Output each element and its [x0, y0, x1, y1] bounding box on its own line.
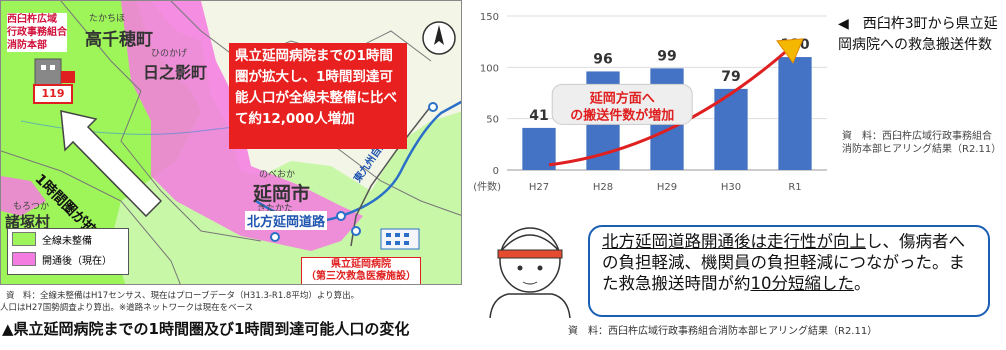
map-panel: 西臼杵広域 行政事務組合 消防本部 119 たかちほ 高千穂町 ひのかげ 日之影…	[0, 0, 462, 285]
kitakata-ruby: きたかた	[257, 204, 294, 214]
x-tick-label: H30	[721, 182, 741, 193]
speech-text-highlight: 10分短縮した	[750, 274, 855, 293]
map-legend: 全線未整備 開通後（現在）	[7, 228, 129, 275]
chart-source: 資 料：西臼杵広域行政事務組合 消防本部ヒアリング結果（R2.11）	[842, 131, 1002, 155]
takachiho-ruby: たかちほ	[89, 14, 126, 24]
speech-bubble: 北方延岡道路開通後は走行性が向上し、傷病者への負担軽減、機関員の負担軽減につなが…	[588, 225, 990, 317]
y-tick-label: 150	[480, 12, 499, 23]
trend-line	[548, 47, 790, 167]
x-tick-label: H28	[593, 182, 613, 193]
y-tick-label: 100	[480, 63, 499, 74]
legend-swatch-pink	[12, 252, 36, 266]
worker-illustration	[489, 227, 571, 318]
bar	[778, 57, 812, 170]
bar	[522, 127, 556, 170]
takachiho-label: 高千穂町	[85, 30, 153, 50]
annotation-box	[551, 83, 693, 125]
x-tick-label: H29	[657, 182, 677, 193]
y-tick-label: 50	[486, 115, 499, 126]
hinokage-label: 日之影町	[143, 63, 208, 82]
map-source-line-1: 資 料：全線未整備はH17センサス、現在はプローブデータ（H31.3-R1.8平…	[6, 291, 360, 301]
legend-label: 開通後（現在）	[42, 255, 112, 267]
hinokage-ruby: ひのかげ	[151, 49, 188, 59]
x-tick-label: H27	[529, 182, 549, 193]
legend-label: 全線未整備	[42, 235, 92, 247]
y-tick-label: 0	[493, 166, 499, 177]
morotsuka-label: 諸塚村	[5, 213, 51, 231]
legend-item: 開通後（現在）	[8, 249, 128, 269]
agency-tag: 西臼杵広域 行政事務組合 消防本部	[7, 13, 67, 52]
chart-description-text: ◀ 西臼杵3町から県立延岡病院への救急搬送件数	[838, 16, 998, 53]
x-tick-label: R1	[788, 182, 801, 193]
bar-chart: 050100150(件数)41H2796H2899H2979H30110R1延岡…	[473, 12, 827, 193]
expansion-arrow	[60, 110, 163, 218]
chart-description: ◀ 西臼杵3町から県立延岡病院への救急搬送件数	[838, 14, 1006, 56]
emergency-119-icon: 119	[33, 84, 73, 104]
speech-text-underlined: 北方延岡道路開通後は走行性が向上	[602, 232, 866, 251]
data-label: 96	[593, 51, 612, 67]
hospital-tag: 県立延岡病院 （第三次救急医療施設）	[301, 257, 421, 284]
figure-caption: ▲県立延岡病院までの1時間圏及び1時間到達可能人口の変化	[2, 320, 410, 338]
morotsuka-ruby: もろつか	[13, 202, 50, 212]
legend-swatch-green	[12, 232, 36, 246]
kitakata-road-label: 北方延岡道路	[245, 211, 328, 230]
speech-text-end: 。	[854, 274, 871, 293]
data-label: 41	[529, 108, 548, 124]
legend-item: 全線未整備	[8, 229, 128, 249]
annotation-text: 延岡方面へ	[589, 90, 655, 106]
nobeoka-label: 延岡市	[253, 183, 311, 205]
trend-arrow-head	[776, 38, 804, 64]
unit-label: (件数)	[473, 180, 501, 193]
speech-text: し、傷病者への負担軽減、機関員の負担軽減につながった。また救急搬送時間が約	[602, 232, 965, 293]
map-source-line-2: 人口はH27国勢調査より算出。※道路ネットワークは現在をベース	[0, 303, 254, 313]
nobeoka-ruby: のべおか	[259, 170, 296, 180]
bottom-source: 資 料：西臼杵広域行政事務組合消防本部ヒアリング結果（R2.11）	[568, 326, 878, 337]
annotation-text: の搬送件数が増加	[570, 107, 674, 123]
callout-box: 県立延岡病院までの1時間圏が拡大し、1時間到達可能人口が全線未整備に比べて約12…	[229, 43, 407, 149]
data-label: 79	[721, 69, 740, 85]
data-label: 99	[657, 48, 676, 64]
